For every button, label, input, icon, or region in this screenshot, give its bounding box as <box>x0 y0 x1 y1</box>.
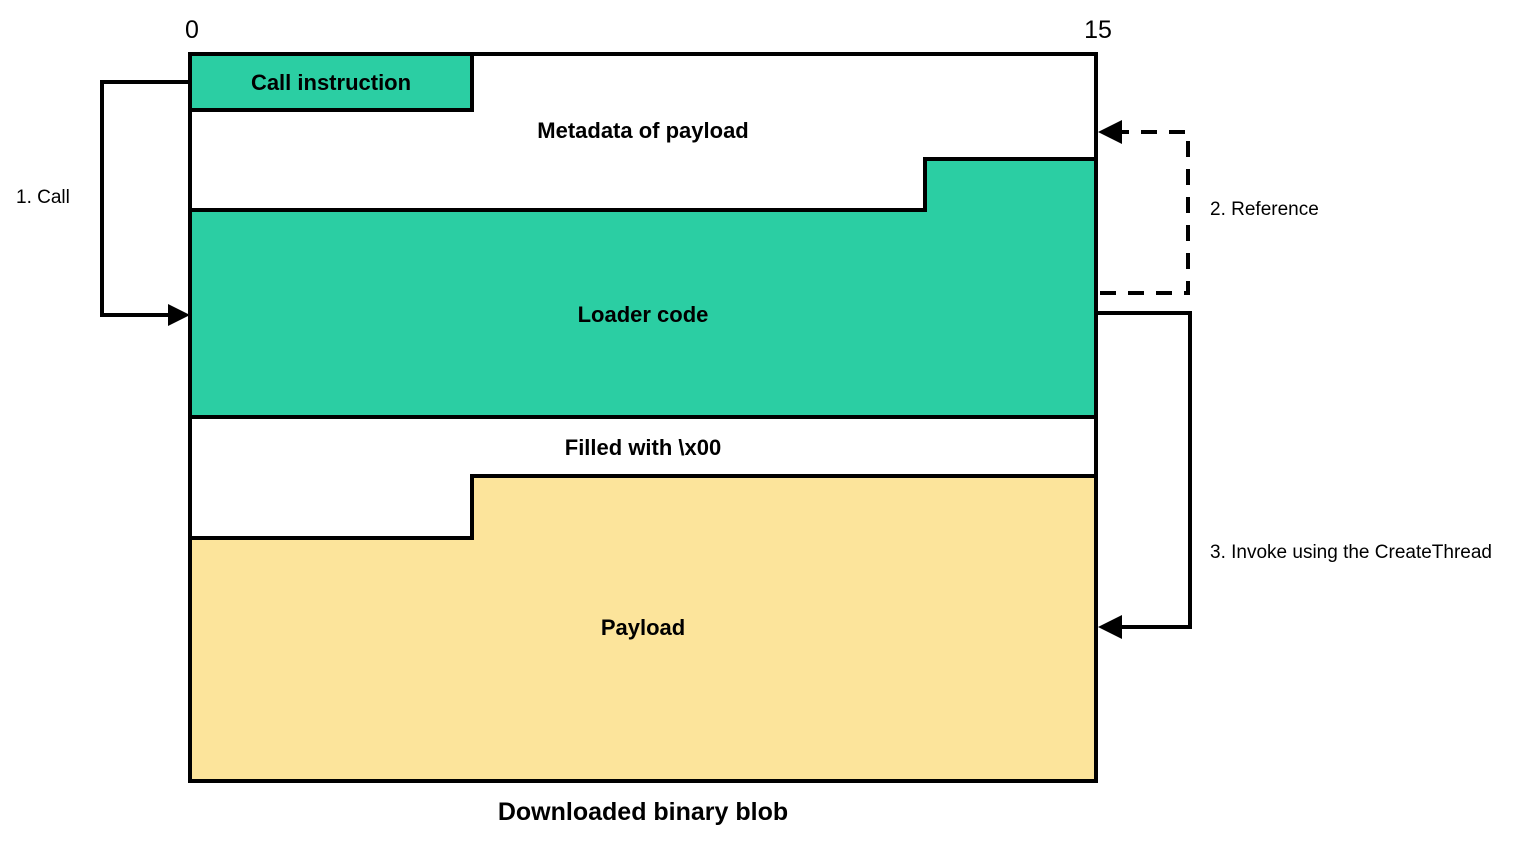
blob-outer-frame-overlay <box>188 52 1098 783</box>
arrow-invoke-head <box>1098 615 1122 639</box>
arrow-reference-head <box>1098 120 1122 144</box>
arrow-call-head <box>168 304 190 326</box>
step-label-invoke: 3. Invoke using the CreateThread <box>1210 542 1493 563</box>
step-label-reference: 2. Reference <box>1210 199 1319 220</box>
block-label-call-instruction: Call instruction <box>250 70 412 95</box>
block-label-filled-with-zero: Filled with \x00 <box>564 435 722 460</box>
arrow-invoke <box>1098 311 1192 639</box>
block-label-loader-code: Loader code <box>577 302 709 327</box>
scale-label-start: 0 <box>185 16 199 44</box>
figure-caption: Downloaded binary blob <box>497 798 789 826</box>
scale-label-end: 15 <box>1084 16 1112 44</box>
block-label-payload: Payload <box>600 615 686 640</box>
step-label-call: 1. Call <box>16 187 70 208</box>
arrow-reference <box>1098 120 1190 295</box>
block-label-metadata-of-payload: Metadata of payload <box>537 118 749 143</box>
arrow-call <box>100 80 190 326</box>
